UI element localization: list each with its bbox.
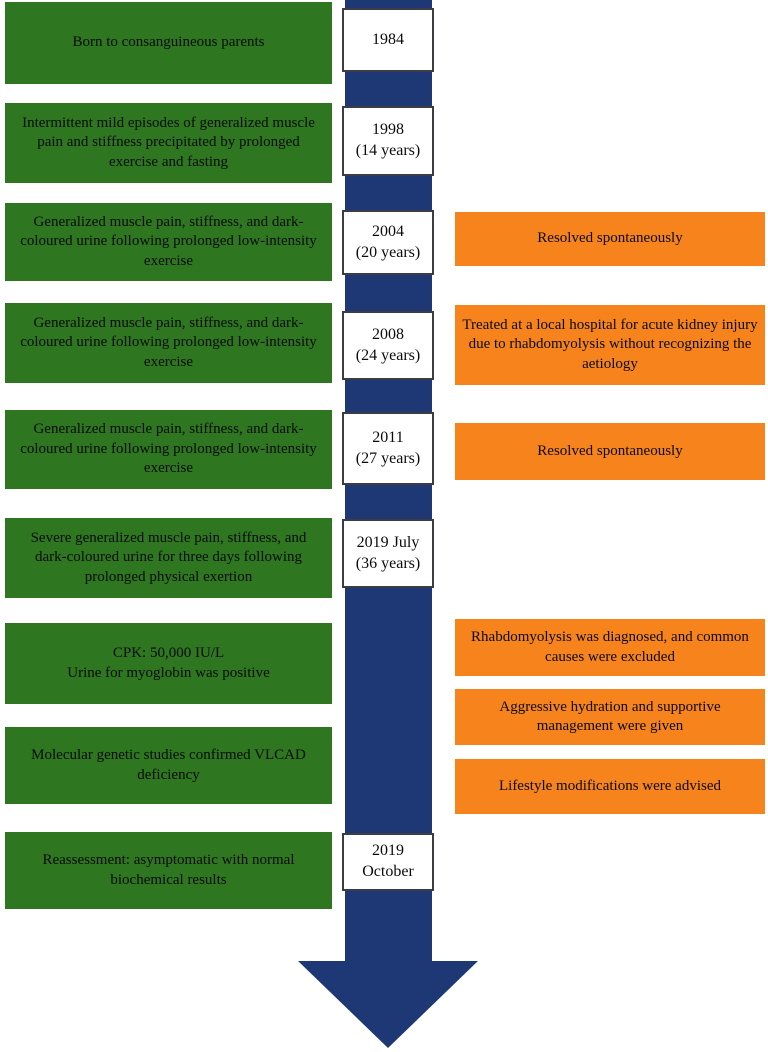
year-line1: 1998	[372, 121, 404, 139]
event-box: Severe generalized muscle pain, stiffnes…	[5, 518, 332, 598]
event-box: Generalized muscle pain, stiffness, and …	[5, 203, 332, 281]
outcome-box: Resolved spontaneously	[455, 423, 765, 480]
arrow-down-icon	[298, 961, 478, 1048]
event-box: Born to consanguineous parents	[5, 2, 332, 84]
event-text: Reassessment: asymptomatic with normal b…	[42, 852, 295, 888]
year-line2: (20 years)	[355, 243, 421, 261]
outcome-box: Treated at a local hospital for acute ki…	[455, 305, 765, 385]
year-line1: 1984	[372, 30, 404, 48]
year-line2: (36 years)	[355, 554, 421, 572]
year-marker: 1998 (14 years)	[342, 106, 434, 176]
outcome-text: Resolved spontaneously	[537, 230, 683, 247]
outcome-text: Aggressive hydration and supportive mana…	[499, 698, 721, 735]
year-line1: 2019	[372, 842, 404, 860]
year-marker: 2008 (24 years)	[342, 311, 434, 380]
outcome-box: Resolved spontaneously	[455, 212, 765, 266]
event-box: Generalized muscle pain, stiffness, and …	[5, 410, 332, 489]
year-line2: (24 years)	[355, 346, 421, 364]
event-text: Severe generalized muscle pain, stiffnes…	[30, 529, 307, 585]
event-text: Generalized muscle pain, stiffness, and …	[20, 314, 317, 370]
event-box: Reassessment: asymptomatic with normal b…	[5, 832, 332, 909]
outcome-box: Rhabdomyolysis was diagnosed, and common…	[455, 619, 765, 676]
outcome-box: Aggressive hydration and supportive mana…	[455, 689, 765, 745]
year-line1: 2019 July	[356, 533, 420, 551]
event-text: Born to consanguineous parents	[72, 34, 265, 51]
year-line2: (14 years)	[355, 142, 421, 159]
year-line1: 2004	[372, 222, 404, 240]
event-text: CPK: 50,000 IU/L Urine for myoglobin was…	[67, 645, 270, 681]
event-box: Molecular genetic studies confirmed VLCA…	[5, 727, 332, 804]
year-marker: 1984	[342, 8, 434, 72]
year-marker: 2004 (20 years)	[342, 210, 434, 275]
outcome-text: Resolved spontaneously	[537, 442, 683, 459]
event-text: Intermittent mild episodes of generalize…	[22, 114, 315, 170]
outcome-text: Treated at a local hospital for acute ki…	[462, 316, 758, 372]
event-text: Molecular genetic studies confirmed VLCA…	[31, 747, 306, 783]
outcome-text: Rhabdomyolysis was diagnosed, and common…	[471, 629, 749, 665]
year-line2: October	[362, 863, 414, 880]
event-box: CPK: 50,000 IU/L Urine for myoglobin was…	[5, 623, 332, 704]
year-line2: (27 years)	[355, 449, 421, 467]
event-text: Generalized muscle pain, stiffness, and …	[20, 421, 317, 477]
outcome-box: Lifestyle modifications were advised	[455, 759, 765, 814]
year-marker: 2011 (27 years)	[342, 412, 434, 485]
outcome-text: Lifestyle modifications were advised	[498, 777, 721, 794]
year-line1: 2011	[372, 428, 404, 446]
event-box: Intermittent mild episodes of generalize…	[5, 103, 332, 183]
year-line1: 2008	[372, 325, 404, 343]
year-marker: 2019 July (36 years)	[342, 519, 434, 588]
event-text: Generalized muscle pain, stiffness, and …	[20, 213, 317, 269]
event-box: Generalized muscle pain, stiffness, and …	[5, 303, 332, 383]
